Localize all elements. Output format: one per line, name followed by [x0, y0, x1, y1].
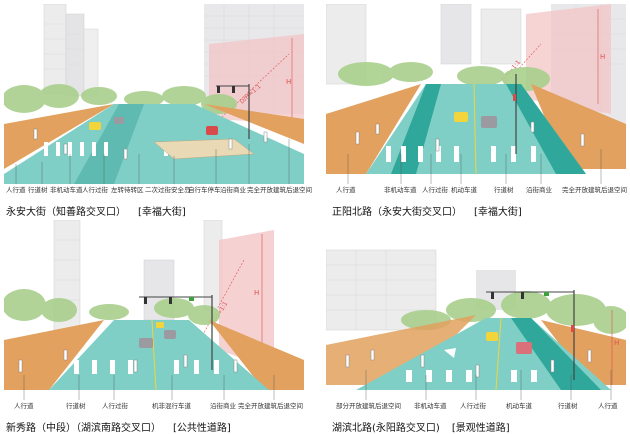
street-type-tag: [幸福大街] [474, 207, 522, 218]
street-perspective-illustration: H D/H≈1:1 [4, 220, 304, 400]
height-label: H [286, 78, 291, 86]
height-label: H [254, 289, 259, 297]
street-type-tag: [景观性道路] [451, 423, 510, 434]
label-non-motor-lane: 非机动车道 [50, 186, 83, 194]
label-street-retail: 沿街商业 [210, 402, 236, 410]
label-motor-lane: 机动车道 [506, 402, 532, 410]
label-sidewalk: 人行道 [6, 186, 26, 194]
label-left-turn-waiting: 左转待转区 [111, 186, 144, 194]
label-mixed-lane: 机非混行车道 [152, 402, 191, 410]
label-sidewalk: 人行道 [336, 186, 356, 194]
street-perspective-illustration: H D/H≈1:1 [326, 4, 626, 184]
panel-3: H D/H≈1:1 [4, 220, 304, 434]
panel-caption: 新秀路（中段）（湖滨南路交叉口） [公共性道路] [6, 419, 231, 434]
label-ped-crossing: 人行过街 [422, 186, 448, 194]
label-street-retail: 沿街商业 [220, 186, 246, 194]
label-street-trees: 行道树 [66, 402, 86, 410]
label-motor-lane: 机动车道 [451, 186, 477, 194]
panel-caption: 湖滨北路(永阳路交叉口) [景观性道路] [332, 419, 510, 434]
label-ped-crossing: 人行过街 [82, 186, 108, 194]
label-ped-crossing: 人行过街 [102, 402, 128, 410]
street-title: 湖滨北路(永阳路交叉口) [332, 423, 440, 434]
label-open-setback: 完全开放建筑后退空间 [247, 186, 312, 194]
panel-caption: 永安大街（知善路交叉口） [幸福大街] [6, 203, 186, 218]
label-street-trees: 行道树 [494, 186, 514, 194]
label-ped-crossing: 人行过街 [460, 402, 486, 410]
label-street-trees: 行道树 [28, 186, 48, 194]
street-perspective-illustration: H D/H≈1:1 [4, 4, 304, 184]
street-type-tag: [幸福大街] [138, 207, 186, 218]
panel-caption: 正阳北路（永安大街交叉口） [幸福大街] [332, 203, 522, 218]
street-title: 永安大街（知善路交叉口） [6, 207, 126, 218]
label-open-setback: 完全开放建筑后退空间 [238, 402, 303, 410]
height-label: H [600, 53, 605, 61]
label-street-trees: 行道树 [558, 402, 578, 410]
panel-1: H D/H≈1:1 [4, 4, 312, 218]
label-street-retail: 沿街商业 [526, 186, 552, 194]
label-refuge-island: 二次过街安全岛 [145, 186, 191, 194]
label-open-setback: 完全开放建筑后退空间 [562, 186, 627, 194]
street-title: 正阳北路（永安大街交叉口） [332, 207, 462, 218]
panel-4: H 部分开放建筑后退空间 非机动车道 人行过街 机动车道 行道树 人行道 湖滨北… [326, 220, 626, 434]
street-title: 新秀路（中段）（湖滨南路交叉口） [6, 423, 161, 434]
height-label: H [614, 339, 619, 347]
label-sidewalk: 人行道 [598, 402, 618, 410]
street-perspective-illustration: H [326, 220, 626, 400]
panel-2: H D/H≈1:1 [326, 4, 627, 218]
label-bike-parking: 自行车停车 [188, 186, 221, 194]
street-type-tag: [公共性道路] [173, 423, 231, 434]
label-non-motor-lane: 非机动车道 [384, 186, 417, 194]
label-non-motor-lane: 非机动车道 [414, 402, 447, 410]
label-partial-open-setback: 部分开放建筑后退空间 [336, 402, 401, 410]
label-sidewalk: 人行道 [14, 402, 34, 410]
